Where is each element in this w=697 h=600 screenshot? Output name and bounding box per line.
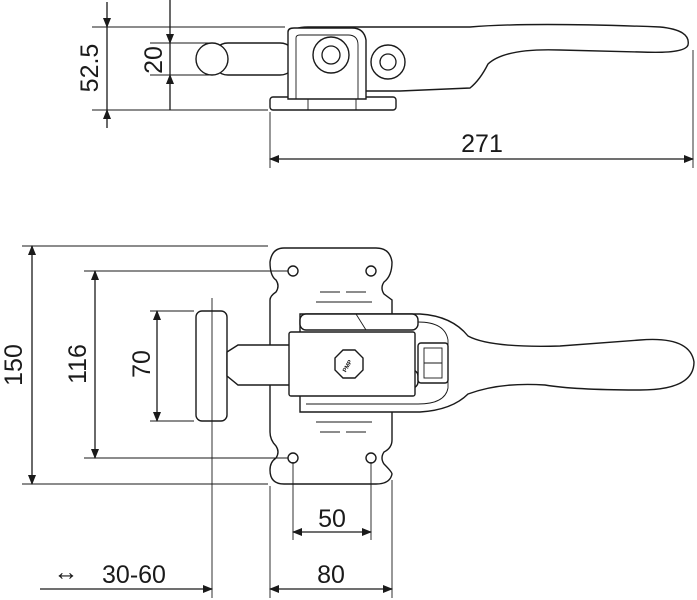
top-dim-hole-spacing-v: 116 [64,344,92,384]
top-dim-hole-spacing-h: 50 [318,505,346,533]
guide-slot-upper [299,313,419,331]
plunger-rod [226,344,291,386]
top-dim-stroke: 30-60 [102,561,166,589]
top-view: PMP 150 116 70 50 80 ↔ 30-60 [0,245,695,598]
plunger-head [195,310,228,422]
top-dim-plate-width: 80 [317,561,345,589]
top-dim-plunger-head: 70 [128,350,156,378]
side-dim-height-bar: 20 [140,46,168,74]
side-plunger-end [195,42,229,76]
top-dim-stroke-symbol: ↔ [54,558,79,586]
mounting-hole-top-left [287,265,299,277]
mounting-hole-top-right [365,265,377,277]
mounting-hole-bottom-right [365,452,377,464]
pmp-logo-text: PMP [342,359,354,373]
side-dim-length-total: 271 [461,130,503,158]
side-pivot-pin [312,36,350,74]
side-view: 52.5 20 271 [76,0,694,168]
top-dim-plate-height: 150 [0,344,28,386]
mounting-hole-bottom-left [287,452,299,464]
side-dim-height-total: 52.5 [76,44,104,93]
pmp-logo [334,349,364,379]
side-link-pin [370,44,406,80]
